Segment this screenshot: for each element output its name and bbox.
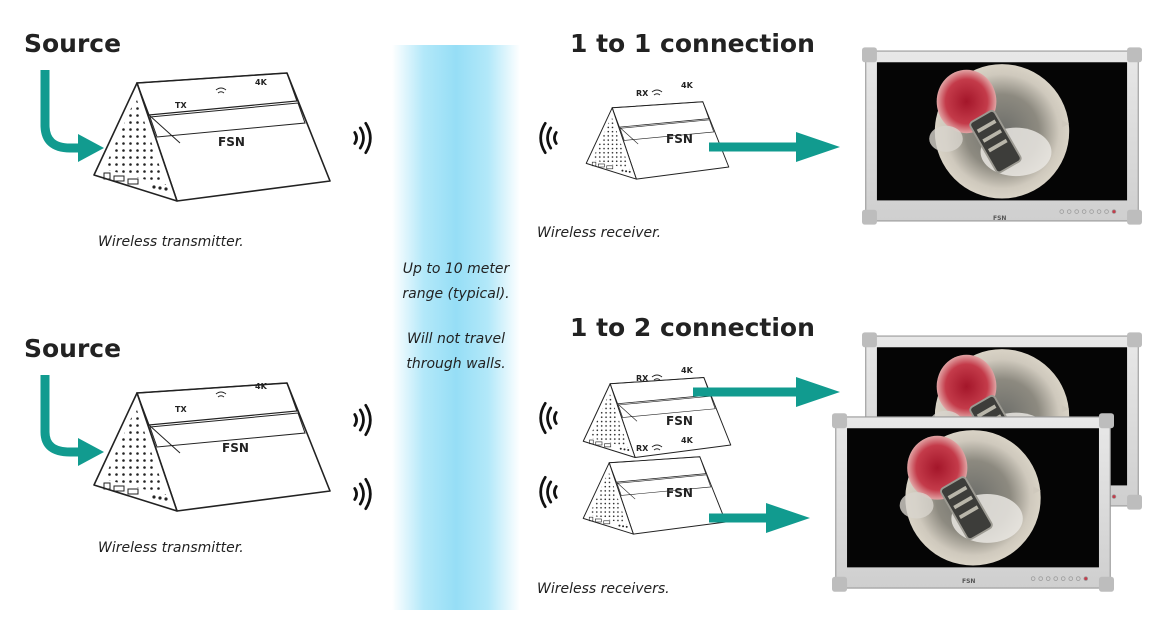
output-arrowhead-1to2-top bbox=[796, 377, 840, 407]
range-note: Up to 10 meter range (typical). Will not… bbox=[392, 257, 520, 377]
wireless-signal-icon bbox=[539, 401, 558, 435]
receiver-device-1to2-front: RX 4K FSN bbox=[583, 436, 726, 534]
wifi-emblem-icon bbox=[215, 87, 227, 94]
source-arrow-bottom bbox=[40, 375, 82, 457]
wireless-signal-icon bbox=[539, 121, 558, 155]
resolution-label: 4K bbox=[255, 78, 268, 87]
range-note-line-3: Will not travel bbox=[407, 331, 505, 347]
range-note-line-1: Up to 10 meter bbox=[402, 261, 510, 277]
wifi-emblem-icon bbox=[215, 391, 227, 398]
tx-label: TX bbox=[175, 101, 187, 110]
rx-label: RX bbox=[636, 444, 649, 453]
resolution-label: 4K bbox=[681, 436, 694, 445]
transmitter-device-bottom: TX 4K FSN bbox=[94, 382, 330, 511]
receiver-device-1to2-back: RX 4K FSN bbox=[583, 366, 731, 458]
resolution-label: 4K bbox=[681, 81, 694, 90]
source-arrow-top bbox=[40, 70, 82, 153]
source-label-bottom: Source bbox=[24, 334, 122, 363]
output-arrowhead-1to2-bottom bbox=[766, 503, 810, 533]
connection-title-1to2: 1 to 2 connection bbox=[570, 313, 815, 342]
wireless-signal-icon bbox=[539, 475, 558, 509]
brand-logo: FSN bbox=[666, 132, 693, 146]
wireless-signal-icon bbox=[353, 403, 372, 437]
wifi-emblem-icon bbox=[651, 444, 663, 451]
wireless-signal-icon bbox=[353, 121, 372, 155]
connection-title-1to1: 1 to 1 connection bbox=[570, 29, 815, 58]
source-arrowhead-top bbox=[78, 134, 104, 162]
monitor-brand: FSN bbox=[962, 578, 975, 585]
source-label-top: Source bbox=[24, 29, 122, 58]
transmitter-caption-bottom: Wireless transmitter. bbox=[98, 540, 244, 556]
rx-label: RX bbox=[636, 89, 649, 98]
receiver-caption-1to1: Wireless receiver. bbox=[537, 225, 662, 241]
transmitter-caption-top: Wireless transmitter. bbox=[98, 234, 244, 250]
wireless-range-band bbox=[392, 45, 520, 610]
wireless-signal-icon bbox=[353, 477, 372, 511]
tx-label: TX bbox=[175, 405, 187, 414]
resolution-label: 4K bbox=[255, 382, 268, 391]
receiver-caption-1to2: Wireless receivers. bbox=[537, 581, 670, 597]
brand-logo: FSN bbox=[222, 441, 249, 455]
resolution-label: 4K bbox=[681, 366, 694, 375]
transmitter-device-top: TX 4K FSN bbox=[94, 73, 330, 201]
monitor-1to2-front: FSN bbox=[832, 412, 1114, 593]
range-note-line-4: through walls. bbox=[406, 356, 506, 372]
source-arrowhead-bottom bbox=[78, 438, 104, 466]
wifi-emblem-icon bbox=[651, 374, 663, 381]
brand-logo: FSN bbox=[666, 486, 693, 500]
output-arrowhead-1to1 bbox=[796, 132, 840, 162]
range-note-line-2: range (typical). bbox=[402, 286, 510, 302]
monitor-brand: FSN bbox=[993, 215, 1006, 222]
brand-logo: FSN bbox=[218, 135, 245, 149]
monitor-1to1: FSN bbox=[862, 46, 1142, 226]
receiver-device-1to1: RX 4K FSN bbox=[586, 81, 729, 179]
wifi-emblem-icon bbox=[651, 89, 663, 96]
brand-logo: FSN bbox=[666, 414, 693, 428]
rx-label: RX bbox=[636, 374, 649, 383]
